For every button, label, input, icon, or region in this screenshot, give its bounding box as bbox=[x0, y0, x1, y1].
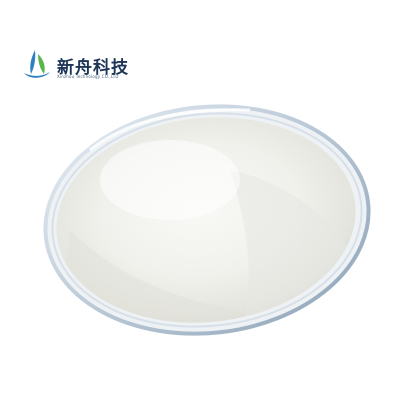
brand-name: 新舟科技 bbox=[57, 58, 129, 78]
glass-highlight bbox=[89, 108, 251, 152]
dish-inner-rim bbox=[51, 112, 363, 328]
brand-logo: 新舟科技 Xinzhou Technology CO.,LTD bbox=[22, 48, 142, 82]
brand-subtitle: Xinzhou Technology CO.,LTD bbox=[57, 74, 119, 79]
sail-logo-icon bbox=[24, 50, 50, 78]
